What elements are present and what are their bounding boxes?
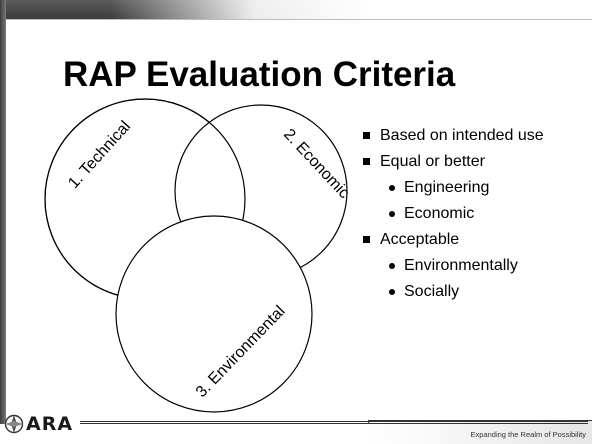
- top-header-highlight: [110, 0, 370, 20]
- footer-tagline: Expanding the Realm of Possibility: [470, 430, 586, 439]
- slide-title: RAP Evaluation Criteria: [63, 55, 456, 94]
- bullet-item: Equal or better: [360, 152, 580, 172]
- square-bullet-icon: [363, 132, 370, 139]
- logo-text: ARA: [26, 413, 74, 435]
- dot-bullet-icon: [389, 185, 395, 191]
- dot-bullet-icon: [389, 211, 395, 217]
- bullet-text: Acceptable: [380, 231, 460, 248]
- compass-diamond-icon: [4, 414, 24, 434]
- sub-bullet-text: Environmentally: [404, 257, 518, 274]
- footer-rule: [80, 421, 588, 424]
- top-header-divider: [0, 19, 592, 20]
- square-bullet-icon: [363, 236, 370, 243]
- bullet-list: Based on intended use Equal or better En…: [360, 126, 580, 308]
- square-bullet-icon: [363, 158, 370, 165]
- sub-bullet-text: Engineering: [404, 179, 490, 196]
- bullet-item: Acceptable: [360, 230, 580, 250]
- bullet-item: Based on intended use: [360, 126, 580, 146]
- sub-bullet-item: Environmentally: [360, 256, 580, 276]
- sub-bullet-text: Socially: [404, 283, 460, 300]
- sub-bullet-item: Engineering: [360, 178, 580, 198]
- sub-bullet-item: Socially: [360, 282, 580, 302]
- dot-bullet-icon: [389, 289, 395, 295]
- left-border: [0, 0, 6, 424]
- footer-rule-step: [368, 420, 592, 424]
- sub-bullet-text: Economic: [404, 205, 475, 222]
- bullet-text: Based on intended use: [380, 127, 544, 144]
- ara-logo: ARA: [2, 412, 82, 436]
- venn-circle-environmental: [115, 215, 313, 413]
- dot-bullet-icon: [389, 263, 395, 269]
- sub-bullet-item: Economic: [360, 204, 580, 224]
- footer-fade: [370, 420, 592, 444]
- top-header-fade: [370, 0, 592, 20]
- bullet-text: Equal or better: [380, 153, 485, 170]
